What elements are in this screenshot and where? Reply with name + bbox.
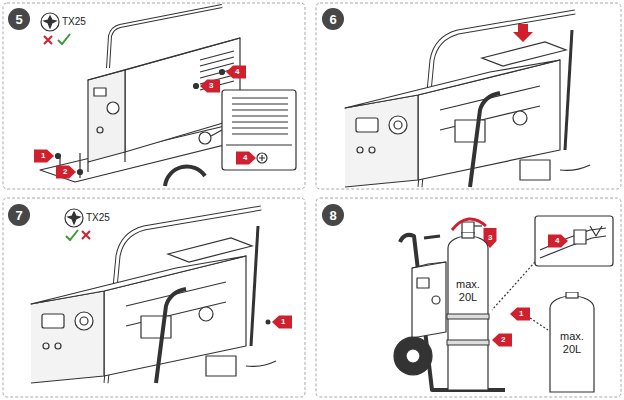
step-number-text: 7 (15, 209, 22, 222)
step-number: 5 (8, 8, 30, 30)
callout-arrow (226, 66, 246, 79)
callout-arrow (272, 316, 292, 329)
gas-cylinder: max. 20L (446, 232, 490, 392)
step-number-text: 6 (329, 13, 336, 26)
gas-cylinder: max. 20L (548, 292, 596, 394)
capacity-text: max. 20L (552, 292, 592, 356)
callout-number: 4 (243, 153, 247, 162)
callout-arrow (510, 308, 530, 321)
callout-arrow (56, 166, 76, 179)
capacity-text: max. 20L (450, 232, 486, 304)
callout-number: 1 (41, 151, 45, 160)
step-number-text: 8 (329, 209, 336, 222)
callout-number: 4 (235, 67, 239, 76)
callout-number: 3 (488, 233, 492, 242)
step-number: 7 (8, 204, 30, 226)
step-number-text: 5 (15, 13, 22, 26)
tool-size: TX25 (62, 16, 86, 28)
callout-arrow (34, 150, 54, 163)
callout-number: 3 (209, 81, 213, 90)
callout-number: 1 (519, 309, 523, 318)
callout-number: 4 (555, 236, 559, 245)
cylinder-outline (548, 292, 596, 394)
tool-size: TX25 (86, 212, 110, 224)
callout-number: 2 (63, 167, 67, 176)
callout-number: 1 (281, 317, 285, 326)
callout-arrow (548, 235, 568, 248)
step-number: 8 (322, 204, 344, 226)
cylinder-outline (446, 232, 490, 392)
callout-number: 2 (501, 335, 505, 344)
callout-arrow (200, 80, 220, 93)
callout-arrow (236, 152, 256, 165)
step-number: 6 (322, 8, 344, 30)
callout-arrow (492, 334, 512, 347)
